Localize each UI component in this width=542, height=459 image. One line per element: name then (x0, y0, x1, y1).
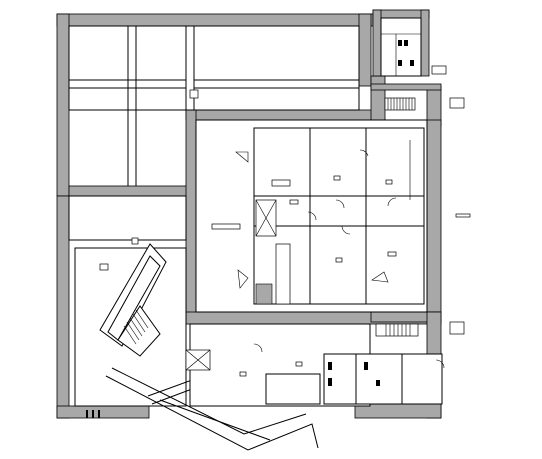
wall-bottom-left (56, 405, 150, 419)
fixture (335, 257, 343, 263)
restroom-block (380, 17, 422, 77)
stair-treads-lower (123, 309, 149, 345)
stair-lower (375, 323, 419, 337)
door-arc (387, 197, 397, 207)
door-swing (237, 269, 249, 289)
shaft-grey (255, 283, 273, 305)
fixture-dark (410, 60, 414, 66)
door-arc (307, 211, 317, 221)
door-swing (371, 271, 389, 283)
marker (455, 213, 471, 218)
door-arc (435, 359, 445, 369)
ramp-edge (105, 375, 319, 451)
stair-mark (86, 410, 88, 418)
ramp-branch (159, 399, 271, 441)
counter (211, 223, 241, 230)
stair-mark (98, 410, 100, 418)
exterior-box (431, 65, 447, 75)
table (271, 179, 291, 187)
left-room (68, 195, 187, 241)
fixture (333, 175, 341, 181)
fixture (387, 251, 397, 257)
upper-hall (68, 25, 360, 111)
fixture-dark (398, 40, 402, 46)
upper-left-block (68, 25, 360, 186)
left-lower-block (68, 195, 187, 418)
wall-band-upper (185, 109, 383, 121)
lower-room (265, 373, 321, 405)
stair-treads-upper (387, 98, 413, 110)
angled-stair-inner (107, 255, 161, 341)
door-swing (235, 151, 249, 163)
stair-mark (92, 410, 94, 418)
exterior-box (449, 97, 465, 109)
column (189, 89, 199, 99)
fixture-dark (328, 362, 332, 370)
exterior-box (449, 321, 465, 335)
wall-band-vertical (185, 109, 197, 321)
wall-top (56, 13, 374, 27)
door-arc (341, 225, 351, 235)
fixture (239, 371, 247, 377)
wall-band-left (68, 185, 198, 197)
wall-stair-top (370, 83, 442, 91)
fixture (289, 199, 299, 205)
wall-right-middle (426, 119, 442, 321)
wall-stair-left (370, 75, 386, 121)
service-room (401, 353, 443, 405)
upper-right-tower (380, 17, 465, 111)
fixture (295, 361, 303, 367)
fixture-dark (364, 362, 368, 370)
restroom-men (355, 353, 403, 405)
fixture (385, 179, 393, 185)
door-arc (253, 343, 263, 353)
door-arc (335, 199, 345, 209)
ramp-edge (111, 367, 307, 435)
wall-left-upper (56, 13, 70, 197)
wall-left-lower (56, 195, 70, 419)
lower-block (185, 321, 465, 407)
tower-right (420, 9, 430, 77)
fixture-dark (404, 40, 408, 46)
fixture (131, 237, 139, 245)
stair-core (275, 243, 291, 305)
shaft-x (185, 349, 211, 371)
fixture-dark (328, 378, 332, 386)
stair-treads-lower-right (385, 324, 411, 336)
central-block (195, 119, 471, 313)
elevator-x (255, 199, 277, 237)
tower-left (372, 9, 382, 77)
fixture-dark (376, 380, 380, 386)
wall-upper-right (358, 13, 372, 87)
fixture-dark (398, 60, 402, 66)
fixture (99, 263, 109, 271)
